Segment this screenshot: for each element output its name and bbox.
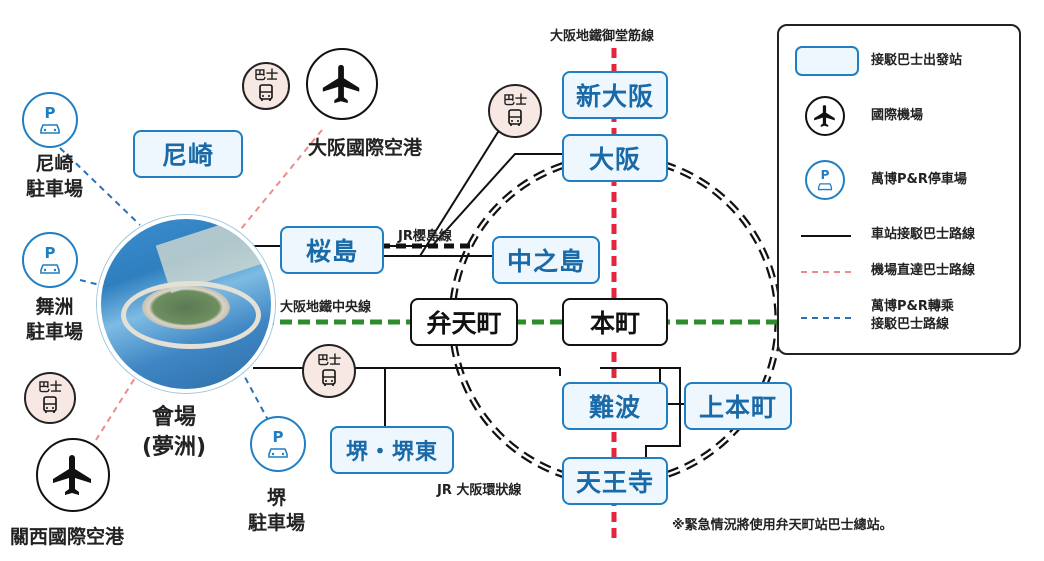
venue-grand-ring-shape — [121, 281, 261, 349]
itami-airport-icon — [306, 48, 378, 120]
emergency-note: ※緊急情況將使用弁天町站巴士總站。 — [672, 518, 893, 533]
bus-icon-south: 巴士 — [302, 344, 356, 398]
bus-badge-text: 巴士 — [37, 380, 62, 394]
bus-icon-shin-osaka: 巴士 — [488, 84, 542, 138]
jr-sakurajima-line-label: JR櫻島線 — [398, 229, 452, 244]
bus-badge-text: 巴士 — [502, 93, 527, 107]
legend-shuttle-line — [801, 235, 851, 237]
station-namba[interactable]: 難波 — [562, 382, 668, 430]
station-honmachi[interactable]: 本町 — [562, 298, 668, 346]
chuo-line-label: 大阪地鐵中央線 — [280, 300, 372, 315]
station-sakai[interactable]: 堺・堺東 — [330, 426, 454, 474]
bus-badge-text: 巴士 — [316, 353, 341, 367]
airport-routes — [95, 129, 323, 441]
station-tennoji[interactable]: 天王寺 — [562, 457, 668, 505]
legend-panel: 接駁巴士出發站 國際機場 P 萬博P&R停車場 車站接駁巴士路線 機場直達巴士路… — [777, 24, 1021, 355]
legend-label: 國際機場 — [871, 108, 924, 123]
kansai-airport-label: 關西國際空港 — [10, 526, 125, 548]
itami-airport-label: 大阪國際空港 — [308, 137, 423, 159]
station-shin-osaka[interactable]: 新大阪 — [562, 71, 668, 119]
legend-label: 萬博P&R轉乘 接駁巴士路線 — [871, 299, 954, 332]
legend-label: 萬博P&R停車場 — [871, 172, 967, 187]
legend-parking-icon: P — [805, 160, 845, 200]
station-sakurajima[interactable]: 桜島 — [280, 226, 384, 274]
parking-badge-text: P — [44, 243, 56, 262]
parking-badge-text: P — [44, 103, 56, 122]
station-bentencho[interactable]: 弁天町 — [410, 298, 518, 346]
legend-label: 車站接駁巴士路線 — [871, 227, 976, 242]
legend-airport-line — [801, 271, 851, 273]
legend-item-station: 接駁巴士出發站 — [779, 42, 1019, 82]
bus-icon-kansai: 巴士 — [24, 372, 76, 424]
legend-airport-icon — [805, 96, 845, 136]
midosuji-line-label: 大阪地鐵御堂筋線 — [550, 29, 655, 44]
station-nakanoshima[interactable]: 中之島 — [492, 236, 600, 284]
station-uehonmachi[interactable]: 上本町 — [684, 382, 792, 430]
legend-item-pr-route: 萬博P&R轉乘 接駁巴士路線 — [779, 290, 1019, 332]
legend-item-parking: P 萬博P&R停車場 — [779, 160, 1019, 200]
pr-routes — [59, 147, 269, 421]
legend-item-shuttle-route: 車站接駁巴士路線 — [779, 218, 1019, 258]
parking-badge-text: P — [272, 427, 284, 446]
venue-aerial-image — [97, 215, 275, 393]
parking-icon-maishima: P — [22, 232, 78, 288]
legend-pr-line — [801, 317, 851, 319]
station-amagasaki[interactable]: 尼崎 — [133, 130, 243, 178]
sakai-parking-label: 堺 駐車場 — [248, 487, 306, 534]
bus-icon-itami: 巴士 — [242, 62, 290, 110]
legend-item-airport: 國際機場 — [779, 96, 1019, 136]
maishima-parking-label: 舞洲 駐車場 — [26, 296, 84, 343]
parking-icon-sakai: P — [250, 416, 306, 472]
legend-item-airport-route: 機場直達巴士路線 — [779, 254, 1019, 294]
bus-badge-text: 巴士 — [253, 68, 278, 82]
station-osaka[interactable]: 大阪 — [562, 134, 668, 182]
legend-label: 接駁巴士出發站 — [871, 53, 963, 68]
legend-label: 機場直達巴士路線 — [871, 263, 976, 278]
legend-station-swatch — [795, 46, 859, 76]
legend-parking-text: P — [820, 168, 830, 182]
kansai-airport-icon — [36, 438, 110, 512]
parking-icon-amagasaki: P — [22, 92, 78, 148]
venue-label: 會場 (夢洲) — [142, 405, 207, 460]
amagasaki-parking-label: 尼崎 駐車場 — [26, 153, 84, 200]
jr-loop-line-label: JR 大阪環狀線 — [437, 483, 522, 498]
